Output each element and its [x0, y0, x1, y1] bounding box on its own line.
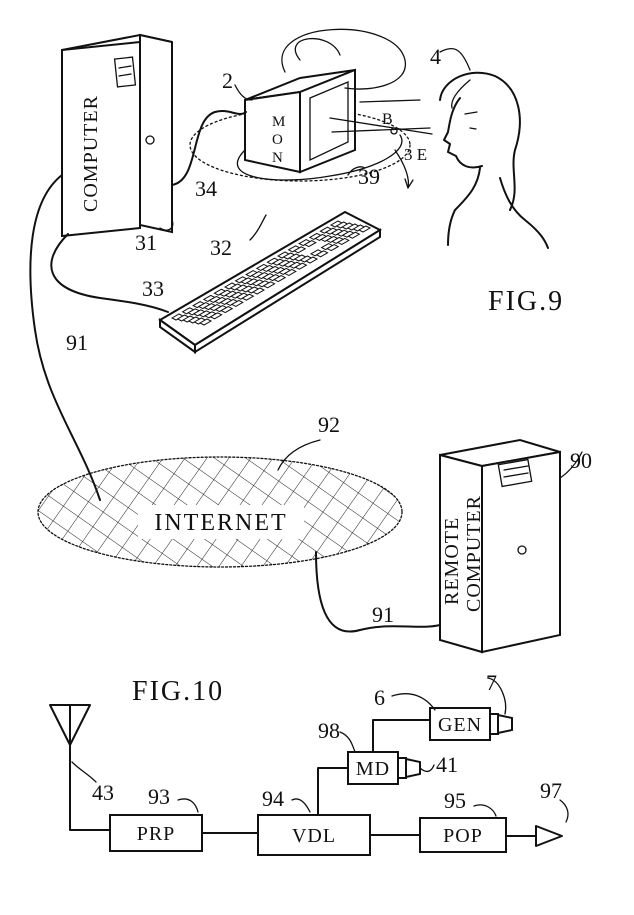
- ref-95: 95: [444, 788, 466, 813]
- computer-label: COMPUTER: [80, 95, 102, 212]
- ref-91-left: 91: [66, 330, 88, 355]
- ref-41: 41: [436, 752, 458, 777]
- fig10-title: FIG.10: [132, 676, 224, 707]
- gen-label: GEN: [438, 714, 482, 736]
- monitor-label-n: N: [272, 150, 283, 166]
- output-triangle: [536, 826, 562, 846]
- internet-cloud: INTERNET: [35, 455, 407, 570]
- monitor-label-o: O: [272, 132, 283, 148]
- remote-label-line1: REMOTE: [441, 517, 463, 605]
- md-transducer: [398, 758, 420, 778]
- prp-label: PRP: [137, 823, 176, 845]
- ref-97: 97: [540, 778, 562, 803]
- ref-b: B: [382, 111, 393, 128]
- ref-33: 33: [142, 276, 164, 301]
- internet-label: INTERNET: [154, 510, 287, 536]
- fig10-group: FIG.10 PRP VDL POP MD GEN: [50, 670, 568, 855]
- ref-4: 4: [430, 44, 441, 69]
- ref-7: 7: [486, 670, 497, 695]
- fig9-group: COMPUTER M O N: [30, 29, 592, 652]
- fig9-title: FIG.9: [488, 286, 564, 317]
- md-label: MD: [356, 758, 390, 780]
- ref-90: 90: [570, 448, 592, 473]
- ref-93: 93: [148, 784, 170, 809]
- remote-computer-tower: REMOTE COMPUTER: [440, 440, 560, 652]
- ref-98: 98: [318, 718, 340, 743]
- monitor-label-m: M: [272, 114, 285, 130]
- ref-92: 92: [318, 412, 340, 437]
- antenna-symbol: [50, 705, 110, 830]
- ref-6: 6: [374, 685, 385, 710]
- monitor: M O N: [190, 29, 432, 188]
- remote-label-line2: COMPUTER: [463, 495, 485, 612]
- vdl-label: VDL: [292, 825, 336, 847]
- ref-39: 39: [358, 164, 380, 189]
- ref-2: 2: [222, 68, 233, 93]
- ref-94: 94: [262, 786, 284, 811]
- ref-43: 43: [92, 780, 114, 805]
- ref-34: 34: [195, 176, 217, 201]
- computer-tower: COMPUTER: [62, 35, 172, 236]
- pop-label: POP: [443, 825, 483, 847]
- viewer-figure: [440, 73, 548, 248]
- ref-3e: 3 E: [404, 145, 427, 164]
- gen-transducer: [490, 714, 512, 734]
- ref-31: 31: [135, 230, 157, 255]
- ref-32: 32: [210, 235, 232, 260]
- keyboard: [160, 212, 380, 352]
- ref-91-right: 91: [372, 602, 394, 627]
